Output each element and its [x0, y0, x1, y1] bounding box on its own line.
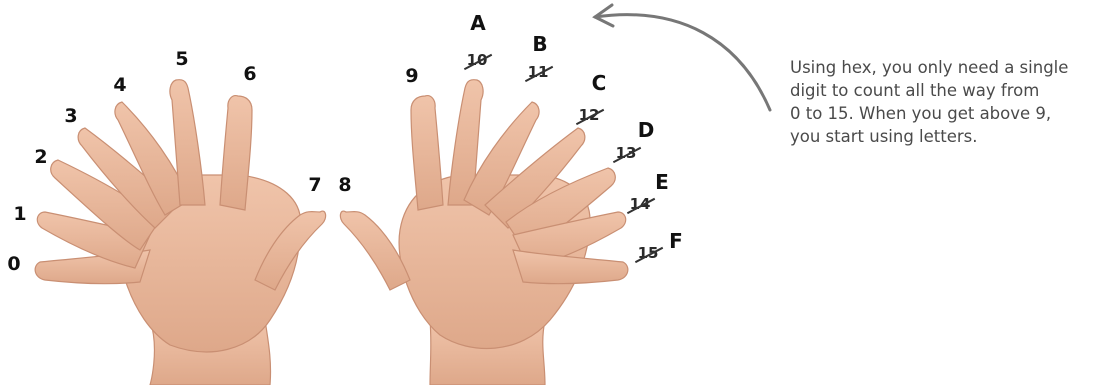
- crossed-decimal-10: 10: [467, 53, 488, 68]
- hex-letter-f: F: [669, 231, 683, 251]
- annotation-line-2: digit to count all the way from: [790, 79, 1099, 102]
- annotation-text: Using hex, you only need a single digit …: [790, 56, 1099, 148]
- finger-label-2: 2: [34, 148, 47, 167]
- hex-letter-c: C: [592, 73, 607, 93]
- finger-label-9: 9: [405, 67, 418, 86]
- right-finger-9: [411, 96, 443, 210]
- crossed-decimal-12: 12: [579, 108, 600, 123]
- finger-label-3: 3: [64, 107, 77, 126]
- finger-label-1: 1: [13, 205, 26, 224]
- finger-label-5: 5: [175, 50, 188, 69]
- crossed-decimal-11: 11: [528, 65, 549, 80]
- hex-letter-d: D: [638, 120, 655, 140]
- finger-label-7: 7: [308, 176, 321, 195]
- annotation-line-4: you start using letters.: [790, 125, 1099, 148]
- crossed-decimal-13: 13: [616, 146, 637, 161]
- right-hand: [340, 80, 627, 385]
- finger-label-8: 8: [338, 176, 351, 195]
- left-hand: [35, 80, 325, 385]
- annotation-line-3: 0 to 15. When you get above 9,: [790, 102, 1099, 125]
- crossed-decimal-15: 15: [638, 246, 659, 261]
- crossed-decimal-14: 14: [630, 197, 651, 212]
- annotation-arrow: [595, 5, 770, 110]
- hex-letter-e: E: [655, 172, 669, 192]
- finger-label-0: 0: [7, 255, 20, 274]
- hex-letter-b: B: [532, 34, 547, 54]
- finger-label-4: 4: [113, 76, 126, 95]
- finger-label-6: 6: [243, 65, 256, 84]
- hex-letter-a: A: [470, 13, 485, 33]
- annotation-line-1: Using hex, you only need a single: [790, 56, 1099, 79]
